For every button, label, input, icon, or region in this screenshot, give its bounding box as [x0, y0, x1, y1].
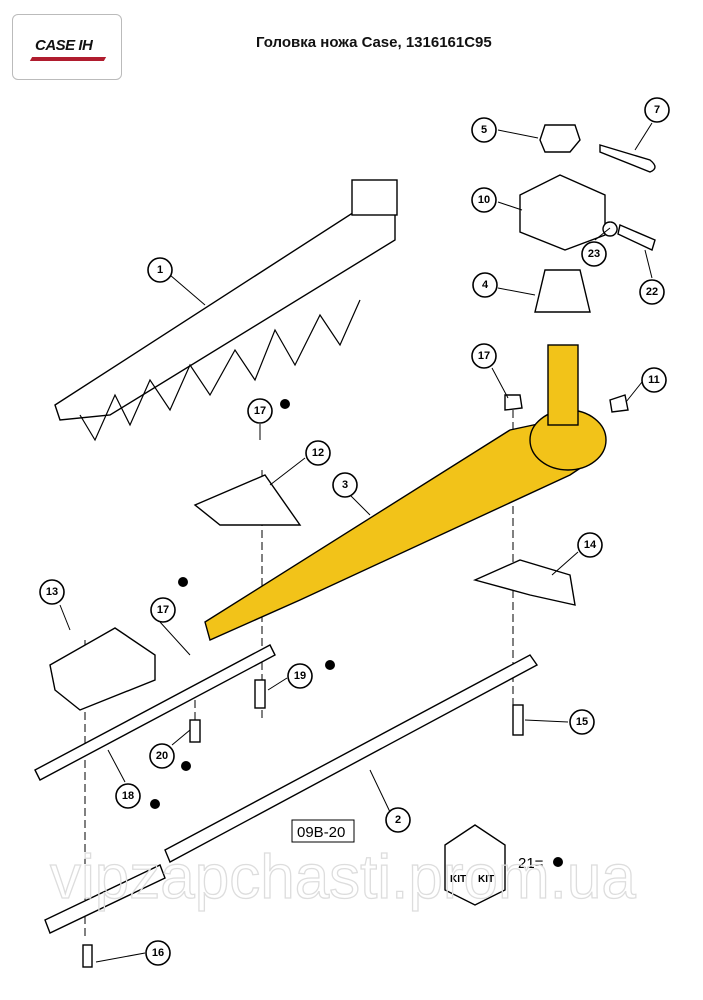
callout-19: 19 — [287, 663, 313, 689]
callout-18: 18 — [115, 783, 141, 809]
callout-5: 5 — [471, 117, 497, 143]
svg-text:16: 16 — [152, 947, 164, 959]
svg-text:3: 3 — [342, 479, 348, 491]
callout-22: 22 — [639, 279, 665, 305]
callout-20: 20 — [149, 743, 175, 769]
bolt-19 — [254, 679, 266, 709]
washer-23 — [602, 221, 618, 237]
svg-text:17: 17 — [157, 604, 169, 616]
bar-16 — [44, 864, 166, 934]
svg-text:5: 5 — [481, 124, 487, 136]
callouts: 1 2 3 4 5 7 10 11 12 13 14 15 16 17 17 1… — [39, 97, 670, 966]
block-10 — [519, 174, 606, 251]
svg-text:15: 15 — [576, 716, 588, 728]
svg-text:10: 10 — [478, 194, 490, 206]
cotter-pin-7 — [599, 144, 656, 173]
callout-7: 7 — [644, 97, 670, 123]
callout-16: 16 — [145, 940, 171, 966]
svg-text:7: 7 — [654, 104, 660, 116]
kit-labels: KIT KIT — [450, 874, 494, 885]
svg-text:4: 4 — [482, 279, 489, 291]
section-12 — [193, 474, 302, 526]
kit-label-left: KIT — [450, 874, 466, 885]
logo-text: CASE IH — [35, 37, 93, 54]
callout-14: 14 — [577, 532, 603, 558]
fitting-11 — [609, 394, 629, 413]
callout-12: 12 — [305, 440, 331, 466]
svg-text:23: 23 — [588, 248, 600, 260]
kit-box — [444, 824, 506, 906]
bushing-4 — [534, 269, 591, 313]
plate-13 — [49, 627, 156, 711]
callout-11: 11 — [641, 367, 667, 393]
svg-text:12: 12 — [312, 447, 324, 459]
callout-2: 2 — [385, 807, 411, 833]
callout-17-b: 17 — [471, 343, 497, 369]
kit-label-right: KIT — [478, 874, 494, 885]
svg-text:22: 22 — [646, 286, 658, 298]
svg-text:13: 13 — [46, 586, 58, 598]
svg-text:17: 17 — [254, 405, 266, 417]
page-title: Головка ножа Case, 1316161C95 — [256, 34, 492, 51]
callout-1: 1 — [147, 257, 173, 283]
bar-2 — [164, 654, 539, 863]
kit-markers — [150, 399, 335, 809]
svg-text:19: 19 — [294, 670, 306, 682]
leader-lines — [59, 122, 653, 963]
callout-23: 23 — [581, 241, 607, 267]
svg-text:1: 1 — [157, 264, 163, 276]
knife-head — [204, 344, 607, 641]
nut-17 — [504, 394, 523, 411]
callout-4: 4 — [472, 272, 498, 298]
case-ih-logo: CASE IH — [12, 14, 122, 80]
callout-3: 3 — [332, 472, 358, 498]
svg-text:20: 20 — [156, 750, 168, 762]
callout-17-c: 17 — [150, 597, 176, 623]
other-parts — [34, 124, 656, 968]
kit-legend: 21= — [518, 855, 544, 872]
bolt-22 — [617, 224, 656, 251]
ref-box-text: 09B-20 — [297, 824, 345, 841]
knife-assembly — [54, 179, 398, 442]
svg-text:14: 14 — [584, 539, 597, 551]
svg-text:11: 11 — [648, 374, 660, 386]
svg-text:2: 2 — [395, 814, 401, 826]
kit-dot-marker — [553, 857, 563, 867]
callout-13: 13 — [39, 579, 65, 605]
callout-15: 15 — [569, 709, 595, 735]
bar-18 — [34, 644, 276, 781]
callout-17-a: 17 — [247, 398, 273, 424]
ref-box — [291, 819, 355, 843]
section-14 — [472, 559, 576, 606]
bolt-20 — [189, 719, 201, 743]
svg-text:18: 18 — [122, 790, 134, 802]
svg-text:17: 17 — [478, 350, 490, 362]
callout-10: 10 — [471, 187, 497, 213]
bolt-16 — [82, 944, 93, 968]
bolt-15 — [512, 704, 524, 736]
nut-5 — [539, 124, 581, 153]
watermark: vipzapchasti.prom.ua — [50, 843, 636, 912]
